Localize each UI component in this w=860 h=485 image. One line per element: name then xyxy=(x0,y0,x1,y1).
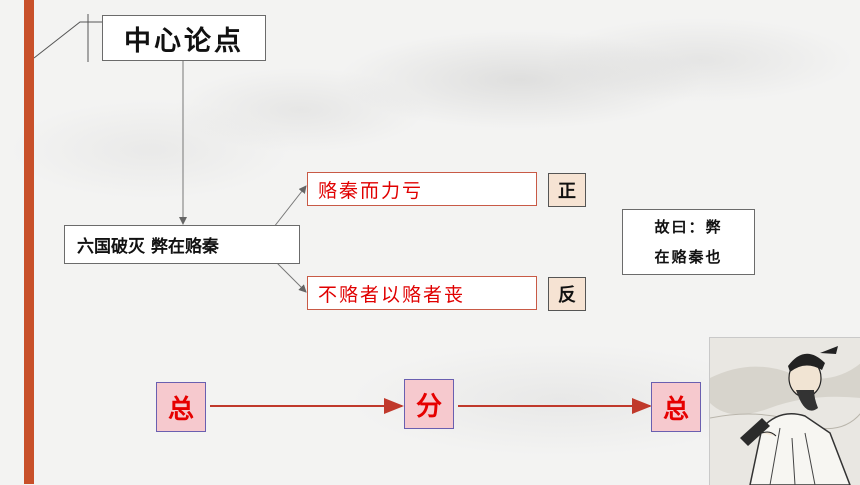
negative-argument-box: 不赂者以赂者丧 xyxy=(307,276,537,310)
arrow-to-positive-branch xyxy=(269,185,307,233)
flow-general-start: 总 xyxy=(156,382,206,432)
flow-general-end: 总 xyxy=(651,382,701,432)
flow-detail: 分 xyxy=(404,379,454,429)
conclusion-line-2: 在赂秦也 xyxy=(654,248,723,266)
title-corner-decoration xyxy=(33,21,102,59)
left-accent-bar xyxy=(24,0,34,484)
conclusion-box: 故曰：弊 在赂秦也 xyxy=(622,209,755,275)
conclusion-line-1: 故曰：弊 xyxy=(654,218,723,236)
positive-tag: 正 xyxy=(548,173,586,207)
central-thesis-title: 中心论点 xyxy=(102,15,266,61)
scholar-portrait-drawing xyxy=(710,346,860,485)
thesis-box: 六国破灭 弊在赂秦 xyxy=(64,225,300,264)
scholar-portrait-image xyxy=(709,337,860,485)
positive-argument-box: 赂秦而力亏 xyxy=(307,172,537,206)
negative-tag: 反 xyxy=(548,277,586,311)
